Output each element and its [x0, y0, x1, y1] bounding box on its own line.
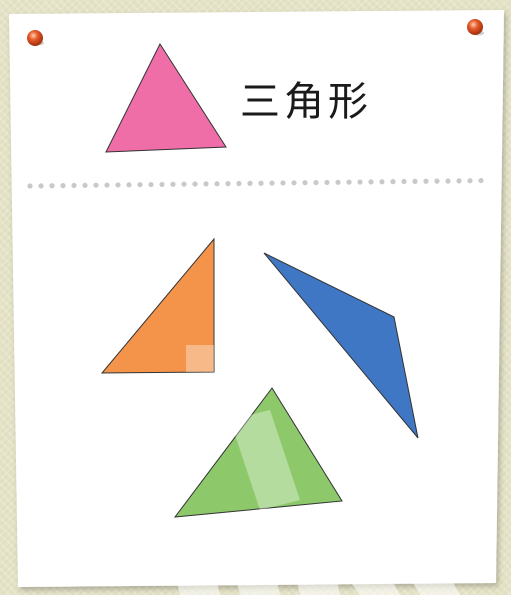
- divider-dot: [170, 181, 176, 187]
- orange-triangle: [100, 237, 215, 374]
- divider-dot: [181, 181, 187, 187]
- divider-dot: [401, 178, 407, 185]
- divider-dot: [148, 181, 154, 188]
- divider-dot: [456, 178, 462, 184]
- divider-dot: [236, 180, 242, 187]
- divider-dot: [126, 182, 132, 188]
- divider-dot: [423, 178, 429, 184]
- divider-dot: [203, 181, 209, 187]
- divider-dot: [247, 180, 253, 186]
- divider-dot: [225, 181, 231, 187]
- divider-dot: [346, 179, 352, 185]
- divider-dot: [313, 179, 319, 186]
- divider-dot: [104, 182, 110, 188]
- divider-dot: [379, 179, 385, 185]
- divider-dot: [214, 181, 220, 187]
- dotted-divider: [27, 177, 484, 189]
- pushpin-icon: [27, 30, 44, 46]
- divider-dot: [82, 182, 88, 188]
- divider-dot: [302, 180, 308, 186]
- divider-dot: [357, 179, 363, 185]
- divider-dot: [467, 178, 473, 184]
- shape-label: 三角形: [240, 79, 372, 125]
- divider-dot: [71, 182, 77, 189]
- divider-dot: [49, 183, 55, 189]
- watermark-overlay: [186, 345, 300, 510]
- divider-dot: [258, 180, 264, 186]
- divider-dot: [324, 179, 330, 186]
- divider-dot: [390, 179, 396, 185]
- divider-dot: [115, 182, 121, 188]
- green-triangle: [173, 387, 343, 518]
- divider-dot: [60, 183, 66, 189]
- divider-dot: [445, 178, 451, 184]
- divider-dot: [93, 182, 99, 188]
- divider-dot: [291, 180, 297, 186]
- watermark: [20, 200, 460, 595]
- divider-dot: [368, 179, 374, 185]
- divider-dot: [335, 179, 341, 185]
- blue-triangle: [263, 252, 419, 439]
- divider-dot: [280, 180, 286, 186]
- divider-dot: [192, 181, 198, 187]
- pushpin-icon: [467, 19, 484, 36]
- divider-dot: [27, 183, 33, 189]
- divider-dot: [159, 181, 165, 188]
- divider-dot: [478, 177, 484, 184]
- divider-dot: [412, 178, 418, 184]
- divider-dot: [137, 182, 143, 188]
- divider-dot: [38, 183, 44, 189]
- divider-dot: [269, 180, 275, 186]
- divider-dot: [434, 178, 440, 184]
- pink-triangle: [105, 42, 227, 153]
